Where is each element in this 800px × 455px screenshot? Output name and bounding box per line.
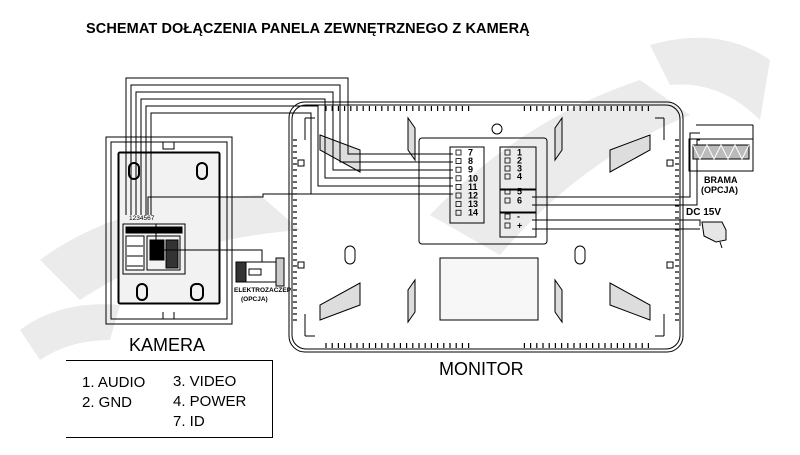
terminal-square	[455, 158, 462, 165]
power-adapter	[701, 221, 727, 249]
legend-item: 2. GND	[82, 394, 133, 411]
legend-item: 1. AUDIO	[82, 374, 146, 391]
legend-item: 3. VIDEO	[173, 373, 237, 390]
terminal-number: 10	[468, 173, 478, 183]
camera-to-monitor-wires	[125, 77, 453, 262]
monitor-label: MONITOR	[439, 359, 524, 379]
legend-item: 7. ID	[173, 413, 205, 430]
terminal-square	[455, 175, 462, 182]
terminal-number: 4	[517, 172, 522, 182]
terminal-square	[455, 149, 462, 156]
terminal-square	[455, 201, 462, 208]
terminal-square	[504, 222, 511, 229]
terminal-number: 6	[517, 196, 522, 206]
gate-label: BRAMA	[704, 175, 738, 185]
terminal-number: -	[517, 212, 520, 222]
terminal-square	[504, 197, 511, 204]
terminal-number: 7	[468, 148, 473, 158]
terminal-number: 14	[468, 208, 478, 218]
camera-connector-code: 1234567	[129, 215, 155, 222]
terminal-square	[504, 165, 511, 172]
legend-item: 4. POWER	[173, 393, 247, 410]
gate-sublabel: (OPCJA)	[701, 185, 739, 195]
terminal-square	[455, 183, 462, 190]
power-label: DC 15V	[686, 207, 722, 218]
terminal-number: +	[517, 221, 522, 231]
page-title: SCHEMAT DOŁĄCZENIA PANELA ZEWNĘTRZNEGO Z…	[86, 21, 530, 37]
terminal-square	[504, 188, 511, 195]
terminal-number: 12	[468, 191, 478, 201]
terminal-number: 13	[468, 199, 478, 209]
monitor-body	[288, 101, 684, 353]
terminal-number: 5	[517, 187, 522, 197]
power-wires	[532, 219, 701, 230]
terminal-square	[455, 209, 462, 216]
terminal-number: 3	[517, 164, 522, 174]
electric-lock	[235, 257, 285, 287]
terminal-number: 8	[468, 156, 473, 166]
terminal-square	[455, 166, 462, 173]
terminal-square	[504, 157, 511, 164]
camera-panel	[105, 136, 233, 325]
terminal-number: 9	[468, 165, 473, 175]
terminal-number: 2	[517, 156, 522, 166]
monitor-terminal-block-right: 1234 56 -+	[504, 148, 522, 231]
terminal-number: 11	[468, 182, 478, 192]
terminal-square	[504, 213, 511, 220]
gate-module	[688, 138, 754, 172]
camera-label: KAMERA	[129, 335, 206, 355]
terminal-number: 1	[517, 148, 522, 158]
terminal-square	[504, 149, 511, 156]
terminal-square	[455, 192, 462, 199]
legend-box	[66, 360, 273, 438]
lock-label: ELEKTROZACZEP	[234, 287, 292, 294]
terminal-square	[504, 173, 511, 180]
lock-sublabel: (OPCJA)	[241, 296, 268, 303]
